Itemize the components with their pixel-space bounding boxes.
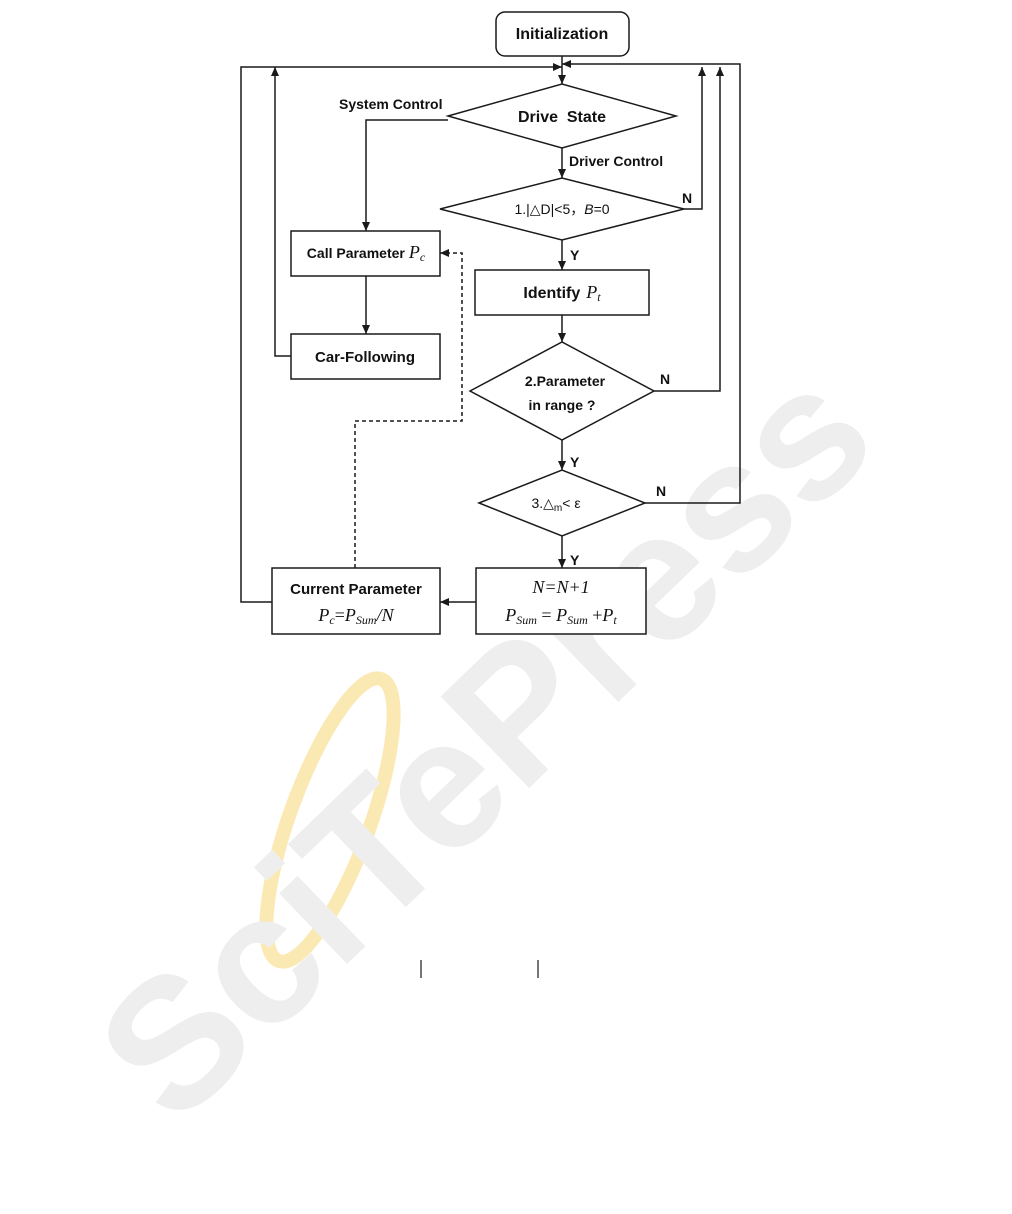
drive-state-label: Drive State xyxy=(518,109,606,126)
condition2-line2: in range ? xyxy=(529,397,596,413)
n1-label: N xyxy=(682,190,692,206)
system-control-label: System Control xyxy=(339,96,442,112)
condition1-label: 1.|△D|<5，B=0 xyxy=(514,201,609,217)
y2-label: Y xyxy=(570,454,580,470)
edge-n1 xyxy=(684,67,702,209)
car-following-label: Car-Following xyxy=(315,349,415,366)
watermark-text: SciTePress xyxy=(60,327,911,1159)
n3-label: N xyxy=(656,483,666,499)
y1-label: Y xyxy=(570,247,580,263)
edge-car-following-loop xyxy=(275,67,291,356)
watermark: SciTePress xyxy=(60,327,911,1159)
initialization-label: Initialization xyxy=(516,26,608,43)
driver-control-label: Driver Control xyxy=(569,153,663,169)
current-parameter-label: Current Parameter xyxy=(290,581,422,598)
stray-marks xyxy=(421,960,538,978)
update-line1: N=N+1 xyxy=(531,577,589,597)
condition2-decision xyxy=(470,342,654,440)
y3-label: Y xyxy=(570,552,580,568)
condition2-line1: 2.Parameter xyxy=(525,373,606,389)
edge-dashed-feedback xyxy=(355,253,462,568)
n2-label: N xyxy=(660,371,670,387)
edge-system-control xyxy=(366,120,448,231)
